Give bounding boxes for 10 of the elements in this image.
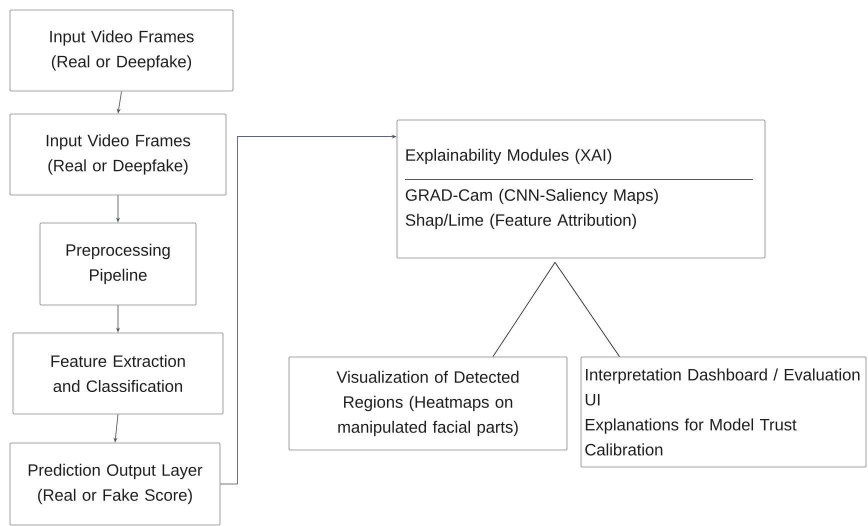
connector-line (554, 262, 620, 357)
process-box: Input Video Frames (Real or Deepfake) (10, 114, 226, 196)
process-box: Interpretation Dashboard / Evaluation UI Explanations for Model Trust Calibration (580, 356, 866, 468)
connector-line (492, 262, 556, 357)
module-box: Explainability Modules (XAI) GRAD-Cam (CNN-Saliency Maps) Shap/Lime (Feature Attribution) (396, 120, 766, 258)
process-box: Feature Extraction and Classification (12, 332, 224, 414)
process-box: Input Video Frames (Real or Deepfake) (10, 10, 234, 92)
process-box: Visualization of Detected Regions (Heatmaps on manipulated facial parts) (288, 356, 568, 450)
process-box: Preprocessing Pipeline (40, 222, 196, 306)
process-box: Prediction Output Layer (Real or Fake Score) (10, 442, 220, 526)
